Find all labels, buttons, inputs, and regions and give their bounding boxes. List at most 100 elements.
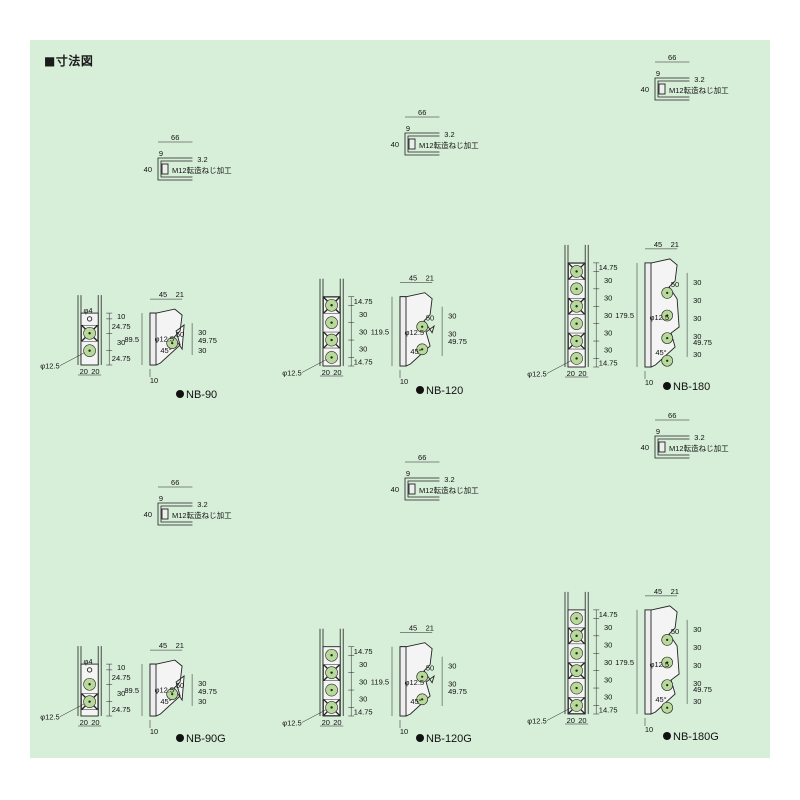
side-width-label: 45 [409, 624, 417, 633]
half-width-label: 20 [80, 718, 88, 727]
star-frame [323, 664, 340, 681]
height-label: 119.5 [371, 327, 389, 336]
side-width-label: 45 [654, 240, 662, 249]
tail-label: 49.75 [448, 687, 467, 696]
pitch-label: 10 [117, 312, 125, 321]
half-width-label: 20 [322, 718, 330, 727]
notch-width-label: 21 [426, 274, 434, 283]
bottom-gap-label: 10 [645, 378, 653, 387]
star-frame [568, 697, 585, 714]
pitch-label: 14.75 [599, 610, 618, 619]
notch-width-label: 21 [671, 240, 679, 249]
pitch-label: 30 [604, 311, 612, 320]
top-gap-label: 9 [159, 494, 163, 503]
bottom-gap-label: 10 [400, 377, 408, 386]
side-pitch-label: 30 [198, 346, 206, 355]
half-width-label: 20 [91, 367, 99, 376]
star-frame [81, 324, 98, 342]
top-height-label: 40 [641, 443, 649, 452]
model-bullet [663, 382, 671, 390]
hole-center [330, 706, 333, 709]
hole-center [88, 683, 91, 686]
hole-dia-label: φ12.5 [282, 718, 301, 727]
top-nut [408, 483, 416, 495]
hole-center [575, 305, 578, 308]
side-flange [644, 262, 652, 368]
top-thickness-label: 3.2 [444, 475, 454, 484]
hole-leader [59, 352, 85, 366]
hole-center [575, 287, 578, 291]
star-frame [323, 296, 340, 314]
pitch-label: 30 [604, 276, 612, 285]
side-pitch-label: 30 [693, 314, 701, 323]
hole-center [330, 671, 333, 674]
side-hole-center [421, 325, 424, 328]
side-pitch-label: 30 [693, 332, 701, 341]
star-frame [323, 331, 340, 349]
star-frame [323, 699, 340, 716]
top-width-label: 66 [418, 108, 426, 117]
half-width-label: 20 [578, 716, 586, 725]
side-hole-center [421, 675, 424, 678]
half-width-label: 20 [80, 367, 88, 376]
side-hole-center [666, 337, 669, 340]
hole-center [575, 357, 578, 360]
notch-width-label: 21 [426, 624, 434, 633]
side-pitch-label: 30 [198, 679, 206, 688]
top-channel-outer [404, 477, 440, 501]
side-width-label: 45 [159, 290, 167, 299]
angle-label: 45° [160, 697, 171, 706]
height-label: 179.5 [615, 658, 634, 667]
pitch-label: 14.75 [354, 647, 373, 656]
side-pitch-label: 30 [198, 697, 206, 706]
small-hole [86, 667, 93, 673]
top-nut [658, 441, 666, 453]
front-plate [567, 609, 586, 715]
star-frame [568, 297, 585, 315]
star-cross [81, 324, 99, 342]
side-hole-center [666, 706, 669, 709]
side-width-label: 45 [409, 274, 417, 283]
pitch-label: 30 [359, 677, 367, 686]
side-plate [149, 659, 185, 717]
angle-label: 45° [655, 695, 666, 704]
top-height-label: 40 [144, 165, 152, 174]
star-cross [323, 664, 341, 682]
top-gap-label: 9 [406, 469, 410, 478]
pitch-label: 30 [359, 310, 367, 319]
side-hole-dia-label: φ12.5 [155, 686, 174, 695]
model-name: NB-180 [673, 381, 710, 393]
side-pitch-label: 30 [448, 662, 456, 671]
star-cross [323, 331, 341, 349]
model-name: NB-120 [426, 385, 463, 397]
pitch-label: 14.75 [599, 706, 618, 715]
tail-label: 49.75 [198, 336, 217, 345]
model-bullet [416, 386, 424, 394]
top-channel-outer [654, 77, 690, 101]
top-nut [161, 163, 169, 175]
pitch-label: 14.75 [354, 708, 373, 717]
star-cross [81, 693, 99, 711]
side-hole-center [666, 661, 669, 664]
bottom-gap-label: 10 [400, 727, 408, 736]
star-frame [568, 332, 585, 350]
pitch-label: 30 [604, 658, 612, 667]
small-hole-label: φ4 [83, 306, 92, 315]
notch-width-label: 21 [671, 587, 679, 596]
tail-label: 49.75 [693, 338, 712, 347]
side-flange [399, 296, 407, 367]
hole-center [575, 617, 578, 620]
slot-offset-label: 50 [671, 280, 679, 289]
height-label: 89.5 [124, 335, 139, 344]
half-width-label: 20 [322, 368, 330, 377]
front-plate [567, 262, 586, 368]
top-height-label: 40 [391, 140, 399, 149]
hole-center [575, 634, 578, 638]
tail-label: 49.75 [198, 687, 217, 696]
pitch-label: 30 [359, 345, 367, 354]
model-bullet [663, 732, 671, 740]
